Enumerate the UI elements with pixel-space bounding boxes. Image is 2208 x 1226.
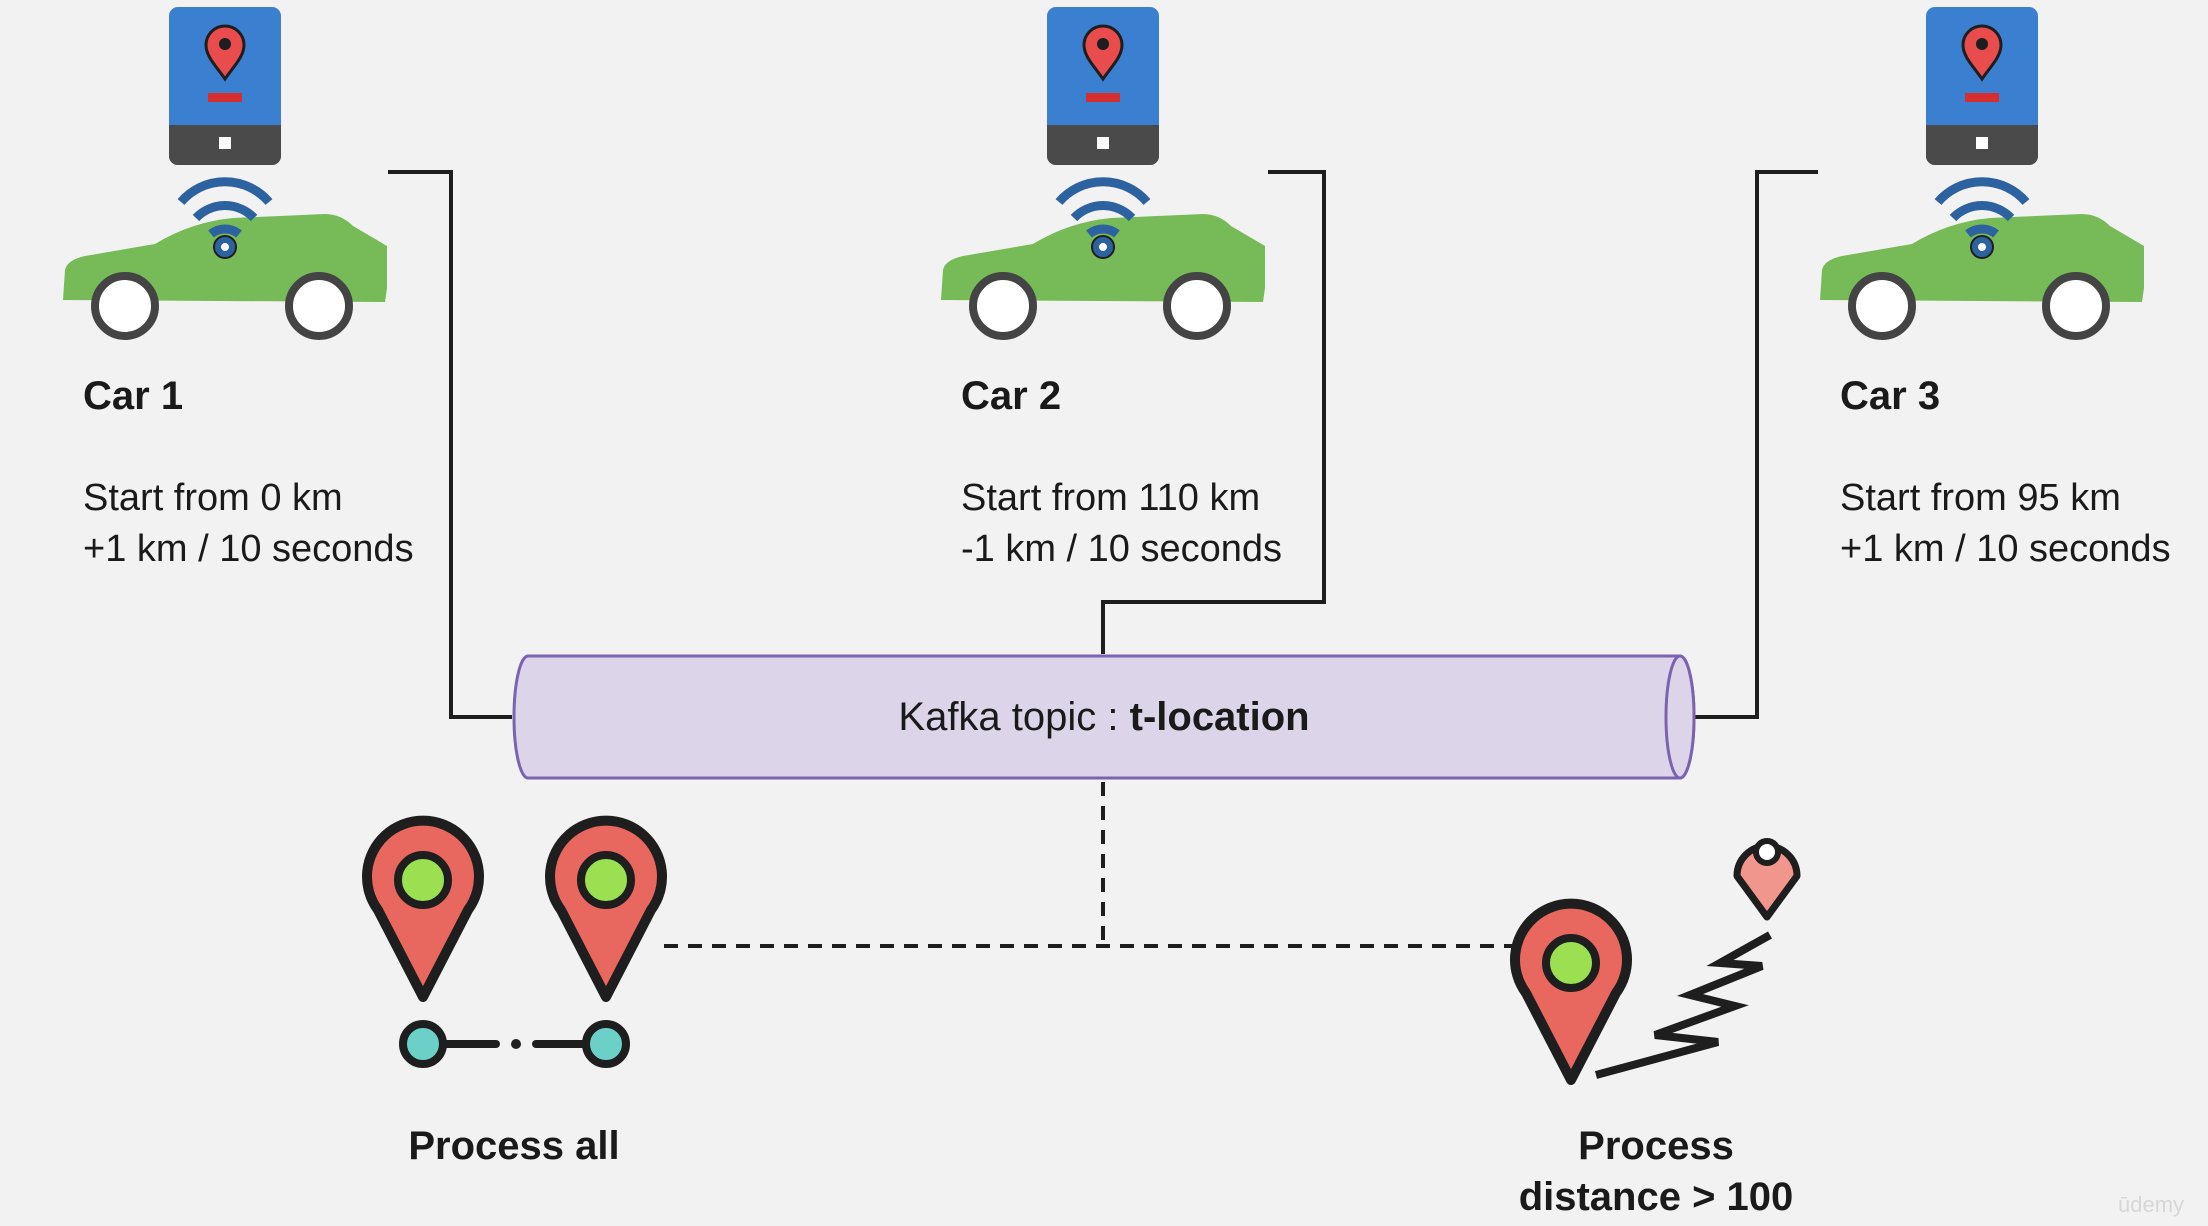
car1-connector-line (388, 170, 512, 719)
phone-icon (167, 5, 283, 167)
car-1-rate: +1 km / 10 seconds (83, 528, 414, 570)
car3-connector-line (1692, 170, 1818, 719)
phone-icon (1045, 5, 1161, 167)
car-3-title: Car 3 (1840, 374, 1941, 418)
car-1-start: Start from 0 km (83, 477, 343, 519)
kafka-topic-label: Kafka topic : t-location (528, 695, 1680, 740)
kafka-topic-cylinder (512, 654, 1696, 780)
process-all-icon (367, 821, 662, 1068)
car-icon (63, 182, 387, 336)
process-distance-line1: Process (1578, 1124, 1734, 1168)
car-3-rate: +1 km / 10 seconds (1840, 528, 2171, 570)
process-distance-label: Process distance > 100 (1456, 1121, 1856, 1223)
process-distance-line2: distance > 100 (1518, 1175, 1794, 1219)
car-3-start: Start from 95 km (1840, 477, 2121, 519)
car-2-title: Car 2 (961, 374, 1062, 418)
car-3-description: Start from 95 km +1 km / 10 seconds (1840, 473, 2171, 575)
topic-prefix: Kafka topic : (898, 695, 1130, 739)
process-distance-icon (1515, 838, 1801, 1080)
topic-name: t-location (1129, 695, 1310, 739)
car-2-start: Start from 110 km (961, 477, 1261, 519)
car-icon (1820, 182, 2144, 336)
car-1-description: Start from 0 km +1 km / 10 seconds (83, 473, 414, 575)
car2-connector-line (1101, 170, 1326, 654)
udemy-watermark: ūdemy (2118, 1192, 2185, 1217)
phone-icon (1924, 5, 2040, 167)
car-2-rate: -1 km / 10 seconds (961, 528, 1283, 570)
car-2-description: Start from 110 km -1 km / 10 seconds (961, 473, 1282, 575)
car-icon (941, 182, 1265, 336)
process-all-label: Process all (408, 1124, 620, 1168)
car-1-title: Car 1 (83, 374, 184, 418)
